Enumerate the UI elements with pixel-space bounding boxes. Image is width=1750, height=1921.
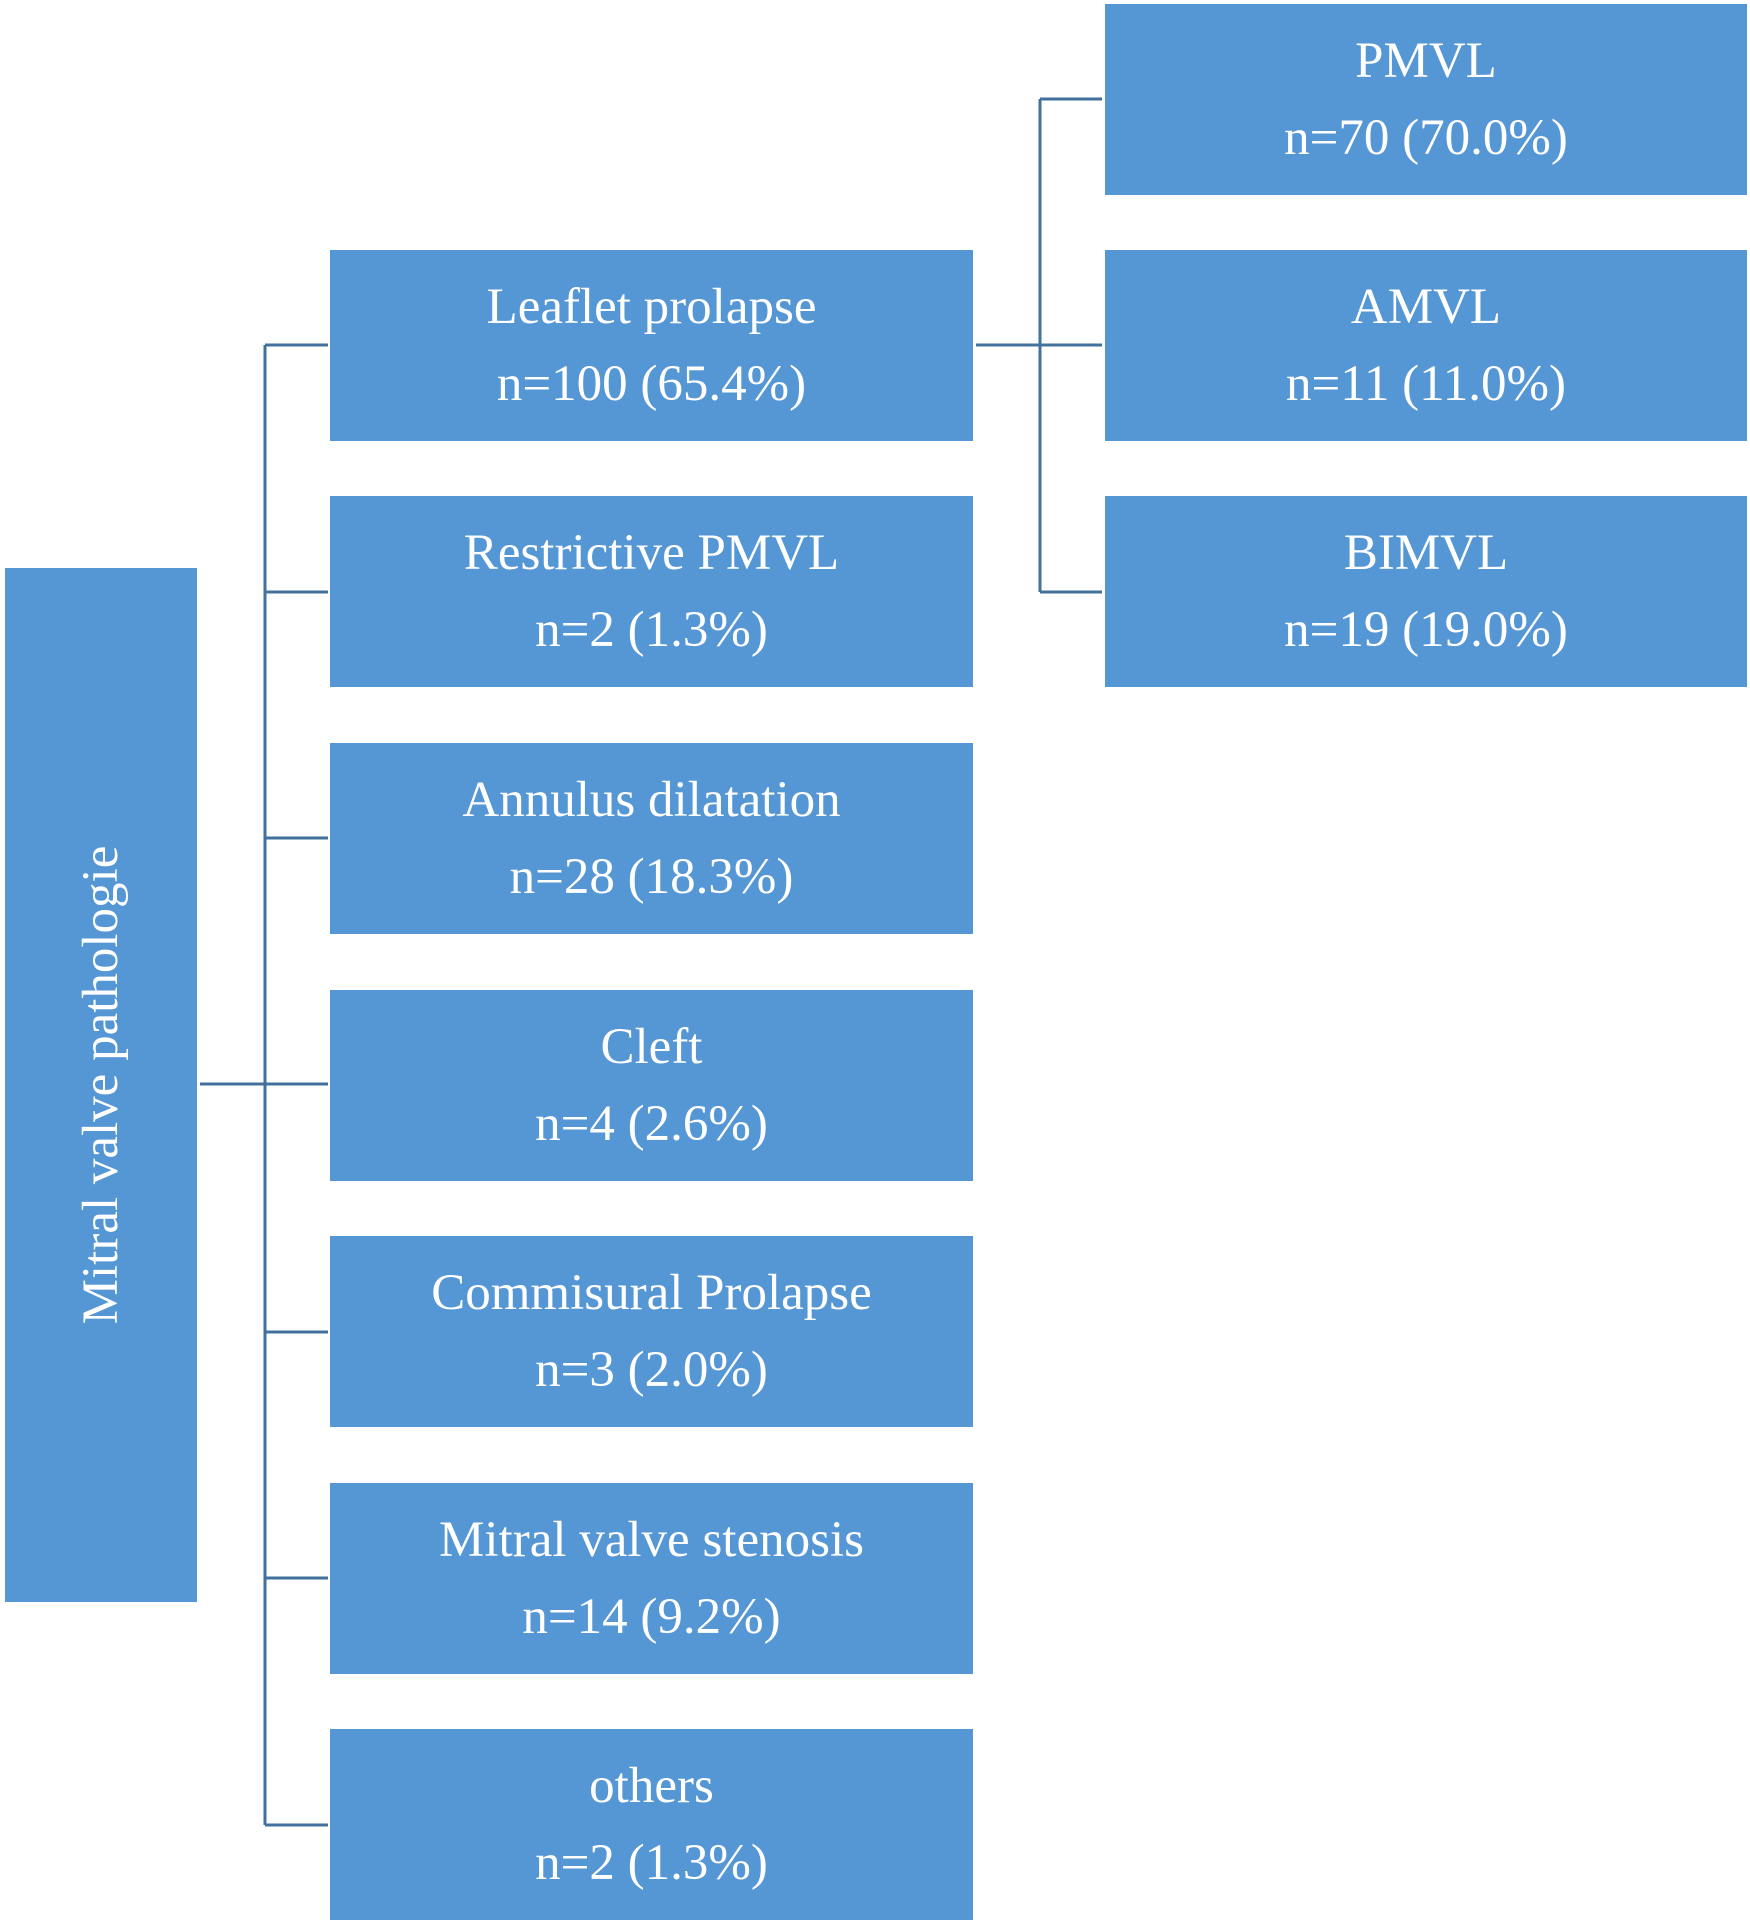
node-count: n=3 (2.0%)	[535, 1341, 768, 1398]
node-bimvl: BIMVL n=19 (19.0%)	[1105, 496, 1747, 687]
node-label: Commisural Prolapse	[431, 1264, 872, 1321]
node-label: PMVL	[1355, 32, 1497, 89]
node-count: n=11 (11.0%)	[1286, 355, 1566, 412]
node-count: n=100 (65.4%)	[496, 355, 807, 412]
node-count: n=14 (9.2%)	[522, 1588, 781, 1645]
node-label: AMVL	[1350, 278, 1502, 335]
node-count: n=2 (1.3%)	[535, 1834, 768, 1891]
node-label: Leaflet prolapse	[486, 278, 817, 335]
root-label: Mitral valve pathologie	[73, 845, 129, 1325]
node-commisural-prolapse: Commisural Prolapse n=3 (2.0%)	[330, 1236, 973, 1427]
node-pmvl: PMVL n=70 (70.0%)	[1105, 4, 1747, 195]
node-count: n=19 (19.0%)	[1284, 601, 1568, 658]
root-node: Mitral valve pathologie	[5, 568, 197, 1602]
node-amvl: AMVL n=11 (11.0%)	[1105, 250, 1747, 441]
node-count: n=70 (70.0%)	[1284, 109, 1568, 166]
node-count: n=4 (2.6%)	[535, 1095, 768, 1152]
node-label: BIMVL	[1343, 524, 1509, 581]
node-restrictive-pmvl: Restrictive PMVL n=2 (1.3%)	[330, 496, 973, 687]
node-count: n=28 (18.3%)	[509, 848, 794, 905]
node-count: n=2 (1.3%)	[535, 601, 768, 658]
node-others: others n=2 (1.3%)	[330, 1729, 973, 1920]
node-label: Annulus dilatation	[462, 771, 841, 828]
node-leaflet-prolapse: Leaflet prolapse n=100 (65.4%)	[330, 250, 973, 441]
node-cleft: Cleft n=4 (2.6%)	[330, 990, 973, 1181]
node-label: others	[589, 1757, 714, 1814]
node-label: Cleft	[600, 1018, 703, 1075]
node-label: Restrictive PMVL	[463, 524, 840, 581]
node-annulus-dilatation: Annulus dilatation n=28 (18.3%)	[330, 743, 973, 934]
node-mitral-valve-stenosis: Mitral valve stenosis n=14 (9.2%)	[330, 1483, 973, 1674]
node-label: Mitral valve stenosis	[439, 1511, 864, 1568]
